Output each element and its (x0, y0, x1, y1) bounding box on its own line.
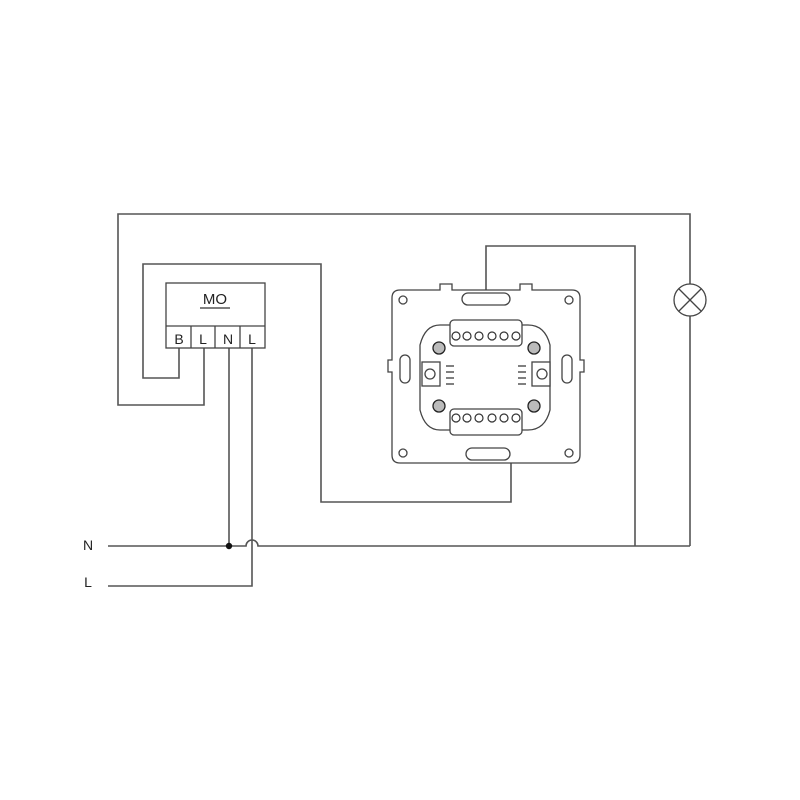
neutral-label: N (83, 537, 93, 553)
module-mo: MO B L N L (165, 282, 266, 349)
junction-dot (225, 542, 233, 550)
terminal-b: B (174, 331, 183, 347)
wire-b-to-switch (142, 263, 512, 503)
wires (108, 213, 691, 587)
wire-module-l (108, 348, 253, 587)
terminal-n: N (223, 331, 233, 347)
wire-l-to-lamp (117, 213, 691, 406)
wire-switch-top (485, 245, 636, 546)
wire-neutral-bus (108, 539, 690, 547)
module-title: MO (203, 291, 227, 308)
terminal-l-in: L (248, 331, 256, 347)
line-label: L (84, 574, 92, 590)
switch-mechanism-icon (387, 283, 585, 464)
terminal-l-out: L (199, 331, 207, 347)
lamp-icon (673, 283, 707, 317)
